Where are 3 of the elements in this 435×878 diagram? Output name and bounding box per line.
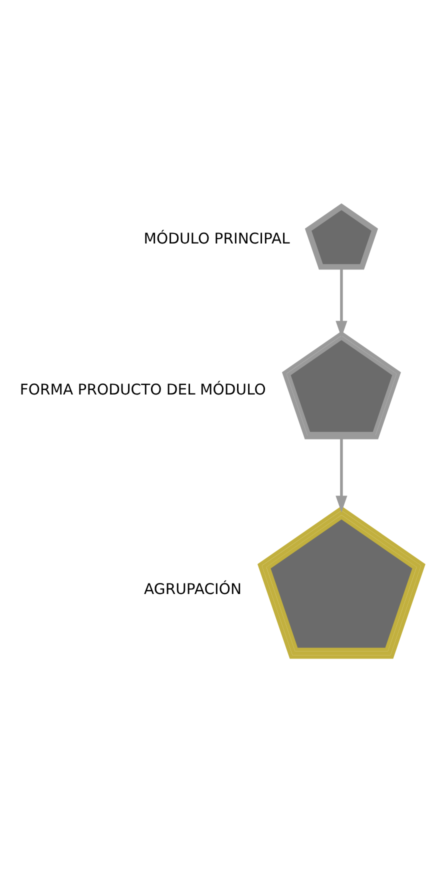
node-label: MÓDULO PRINCIPAL: [144, 230, 290, 247]
node-label: FORMA PRODUCTO DEL MÓDULO: [20, 380, 266, 398]
node-label: AGRUPACIÓN: [144, 580, 242, 598]
